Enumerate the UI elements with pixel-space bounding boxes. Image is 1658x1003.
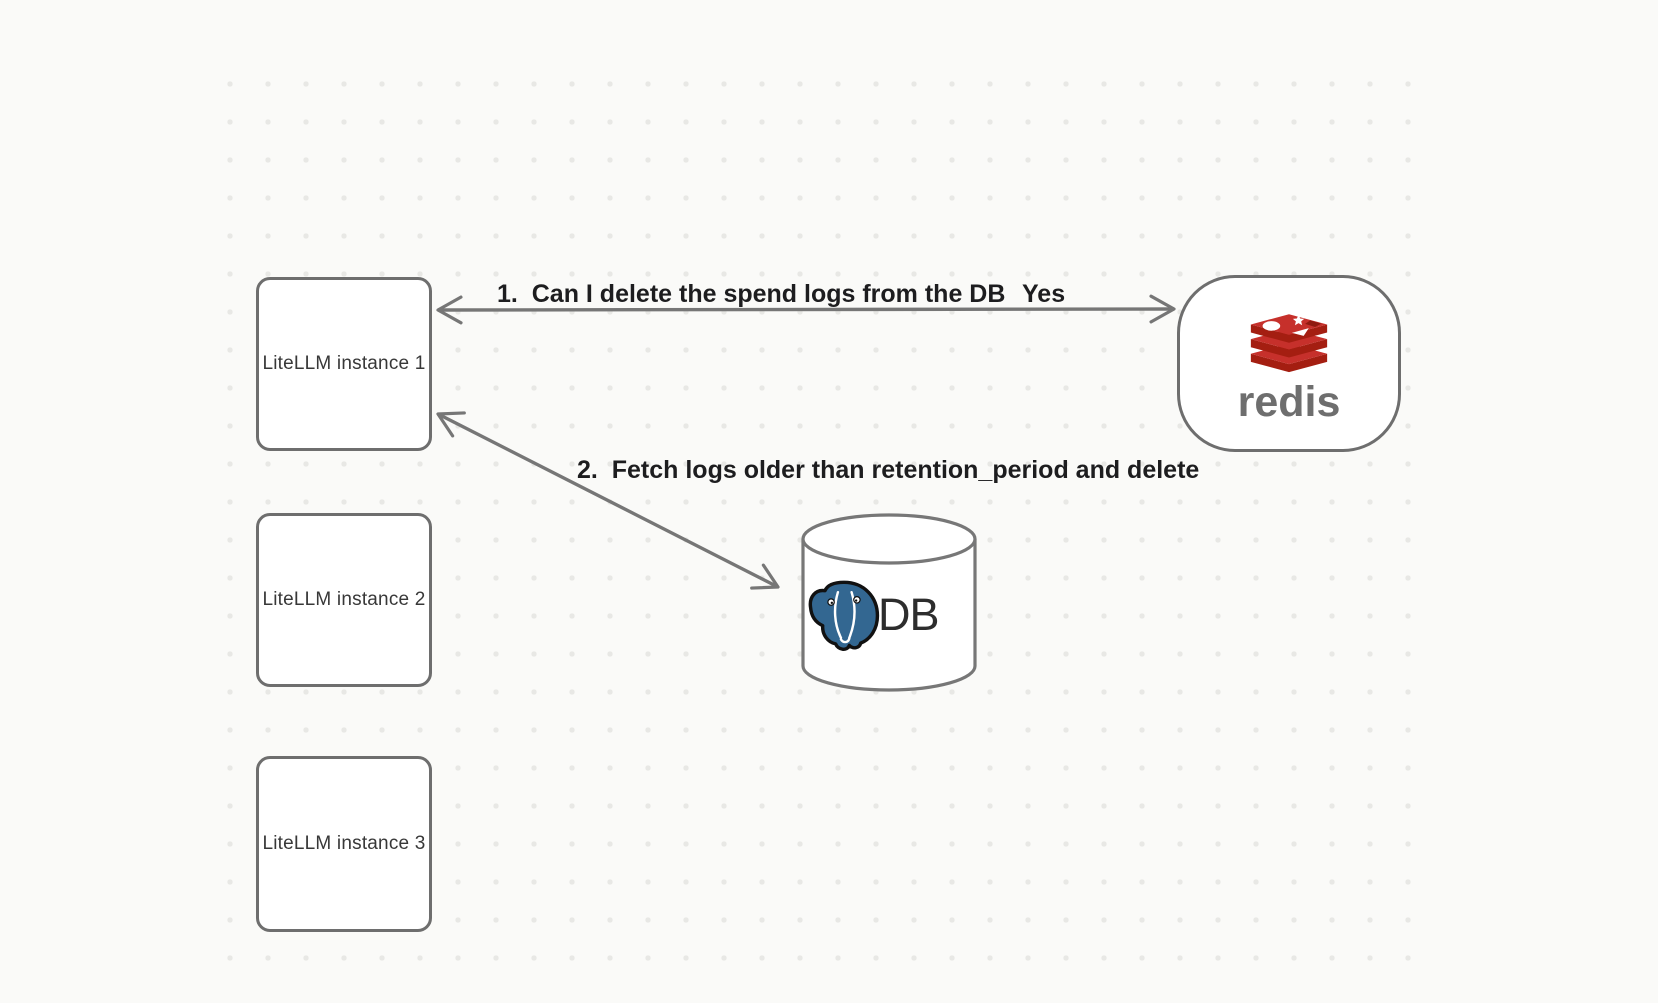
node-litellm-instance-3: LiteLLM instance 3 (256, 756, 432, 932)
node-litellm-instance-1: LiteLLM instance 1 (256, 277, 432, 451)
node-label: LiteLLM instance 1 (262, 353, 426, 374)
node-redis: redis (1177, 275, 1401, 452)
arrow2-label: 2. Fetch logs older than retention_perio… (577, 456, 1200, 484)
database-content: DB (806, 577, 940, 653)
redis-logo-icon (1250, 313, 1328, 372)
node-litellm-instance-2: LiteLLM instance 2 (256, 513, 432, 687)
node-database (794, 511, 984, 697)
database-cylinder-shape (801, 513, 977, 692)
arrow1-label: 1. Can I delete the spend logs from the … (497, 280, 1006, 308)
postgresql-elephant-icon (808, 580, 880, 651)
arrow1-response-label: Yes (1022, 280, 1066, 308)
redis-wordmark: redis (1237, 377, 1341, 426)
node-label: LiteLLM instance 2 (262, 589, 426, 610)
database-label: DB (878, 589, 940, 640)
node-label: LiteLLM instance 3 (262, 833, 426, 854)
